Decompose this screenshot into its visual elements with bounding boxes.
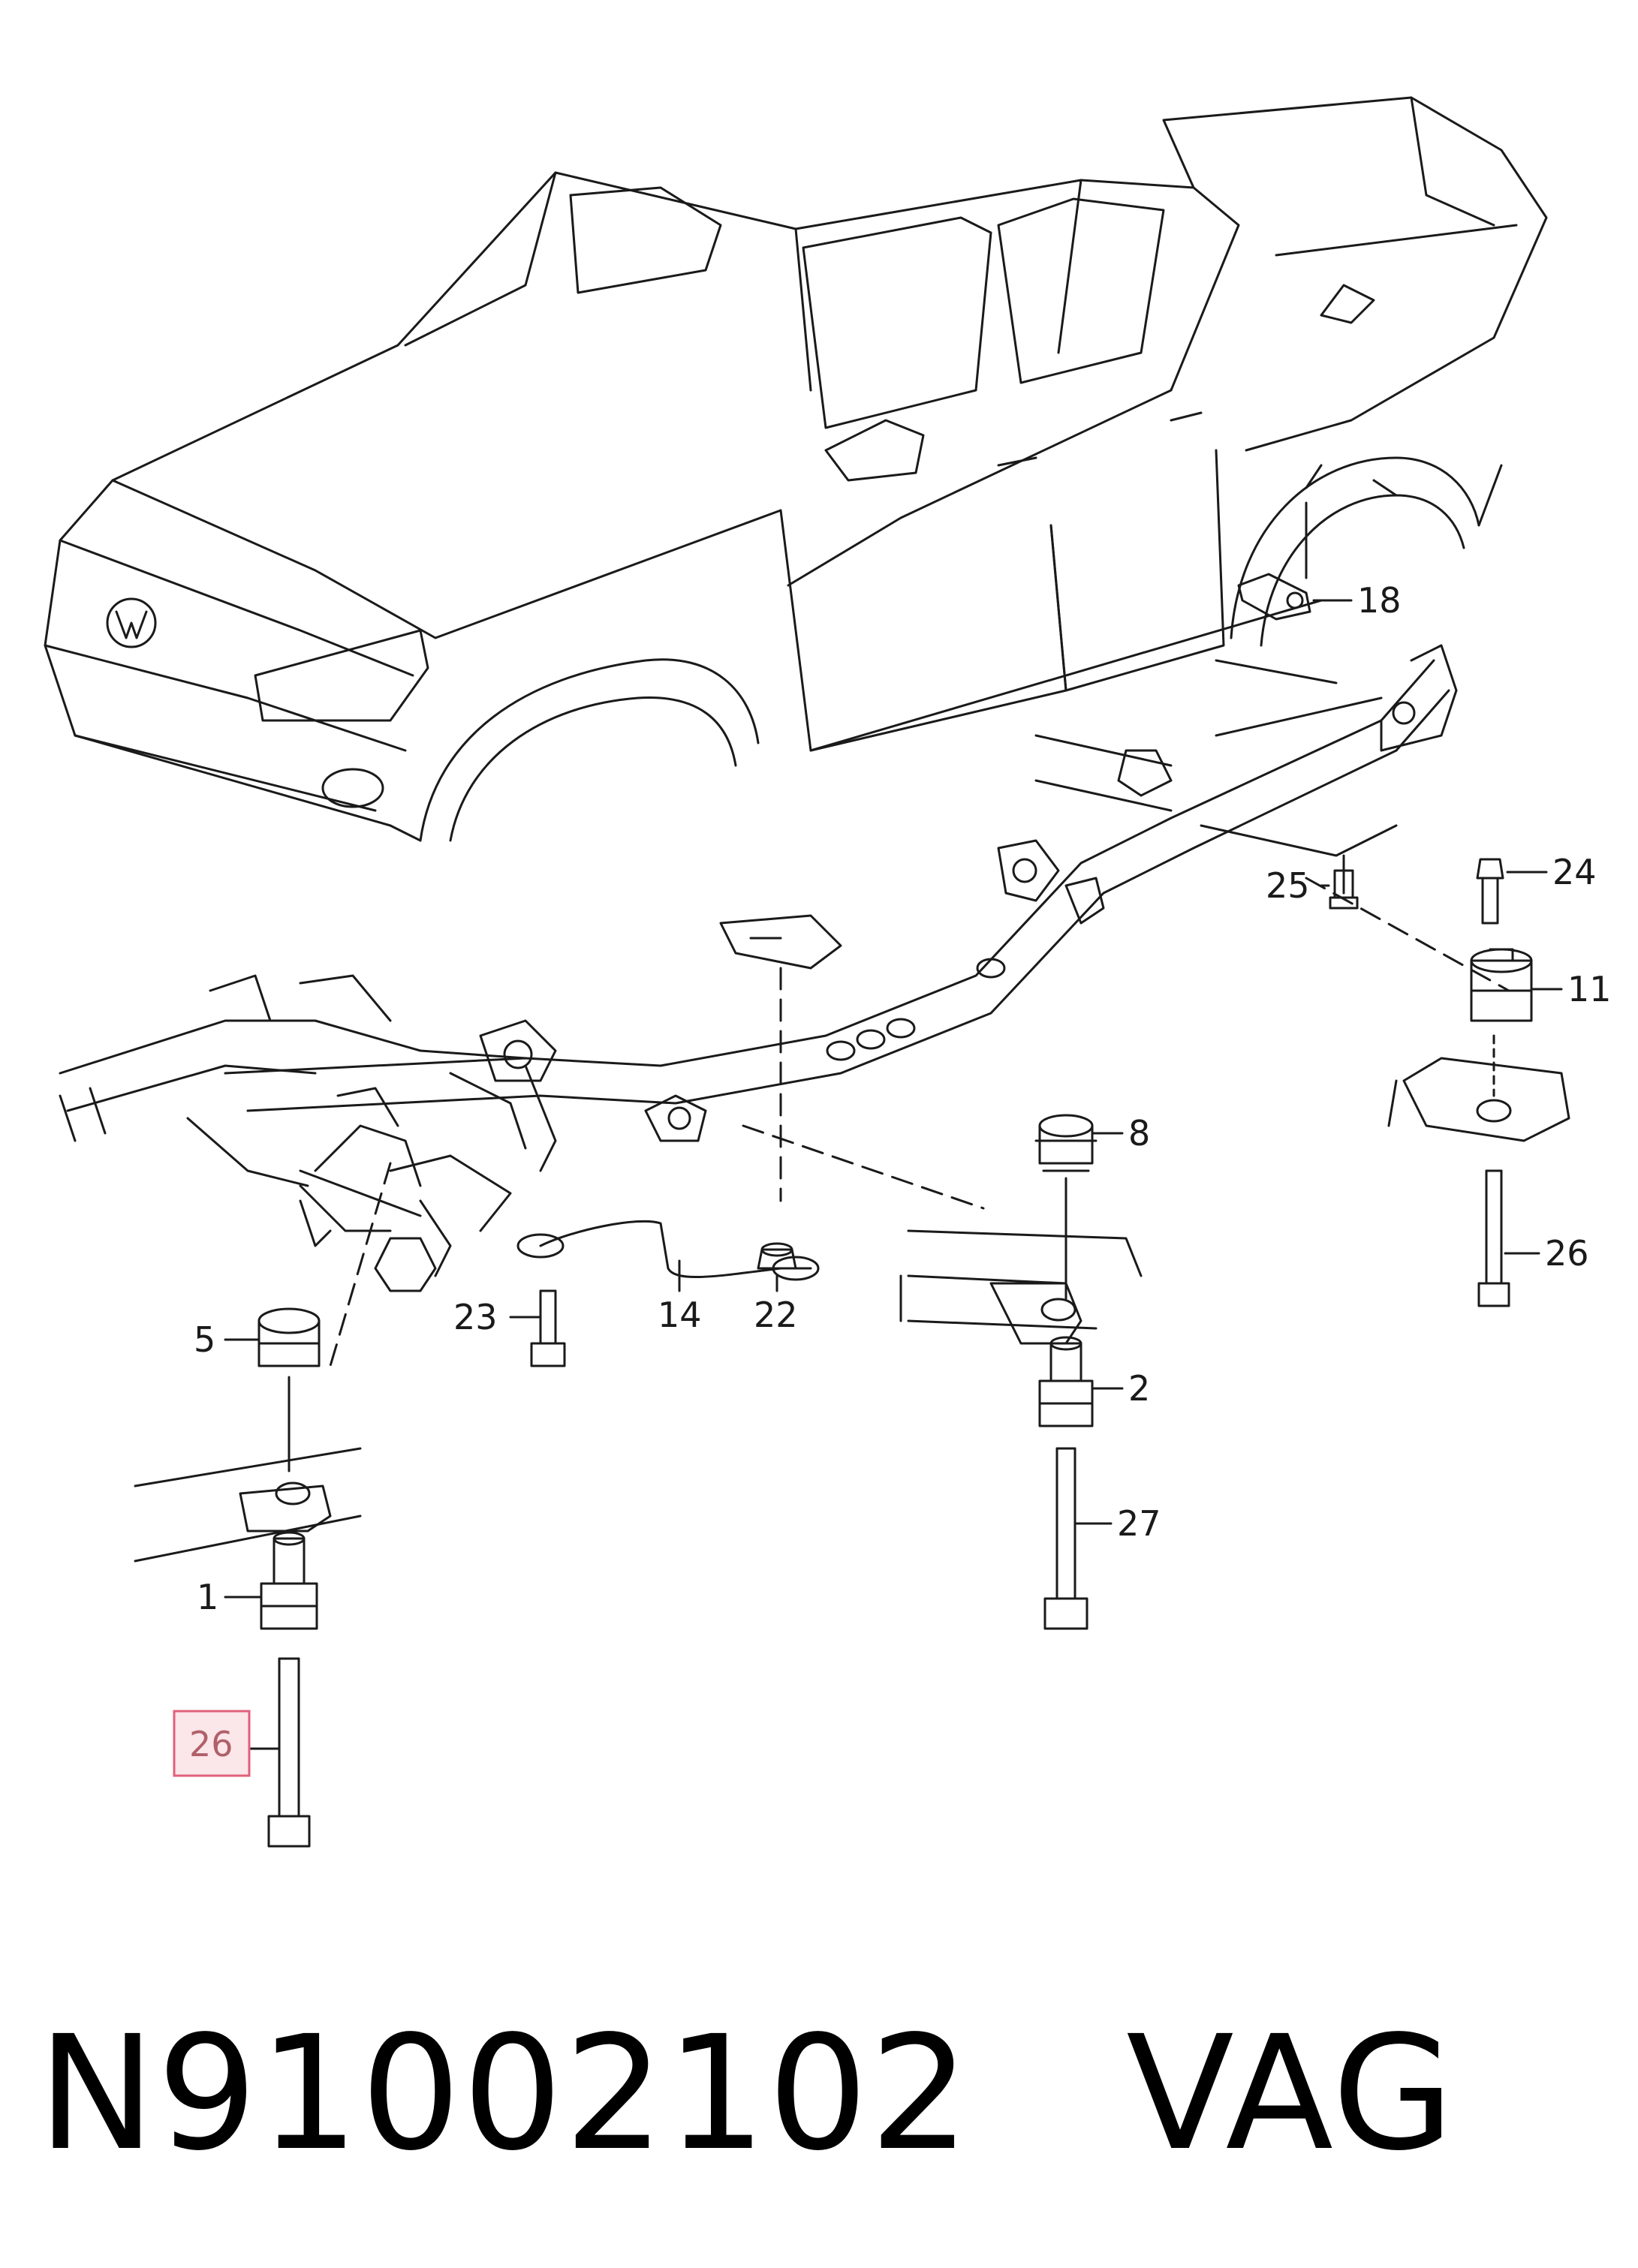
- callout-27: 27: [1117, 1503, 1161, 1544]
- callout-11: 11: [1567, 969, 1612, 1009]
- exploded-parts-diagram: 18 25 24 11 8 26 5 23 14 22 2 27 1 26: [44, 96, 1612, 1848]
- callout-26-right: 26: [1545, 1233, 1589, 1274]
- part-number: N91002102: [38, 2002, 971, 2185]
- body-floor-outline: [134, 1057, 1570, 1563]
- callout-22: 22: [754, 1295, 798, 1335]
- callout-18: 18: [1357, 580, 1402, 621]
- parts-illustration: [257, 501, 1533, 1848]
- callout-25: 25: [1266, 865, 1310, 906]
- callout-1: 1: [197, 1577, 218, 1617]
- callout-14: 14: [658, 1295, 702, 1335]
- callout-5: 5: [194, 1319, 215, 1360]
- footer-spacer: [971, 2002, 1126, 2185]
- vehicle-body-illustration: [44, 96, 1548, 842]
- ladder-frame-illustration: [59, 644, 1458, 1292]
- assembly-guide-lines: [329, 877, 1510, 1367]
- callout-2: 2: [1128, 1368, 1150, 1409]
- brand-name: VAG: [1126, 2002, 1456, 2185]
- part-number-footer: N91002102 VAG: [38, 1981, 1614, 2206]
- callout-23: 23: [453, 1297, 498, 1337]
- highlight-box-26: [173, 1710, 251, 1777]
- callout-26-highlighted: 26: [189, 1724, 233, 1764]
- callout-leader-lines: [224, 599, 1563, 1750]
- callout-24: 24: [1552, 852, 1597, 892]
- callout-8: 8: [1128, 1113, 1150, 1154]
